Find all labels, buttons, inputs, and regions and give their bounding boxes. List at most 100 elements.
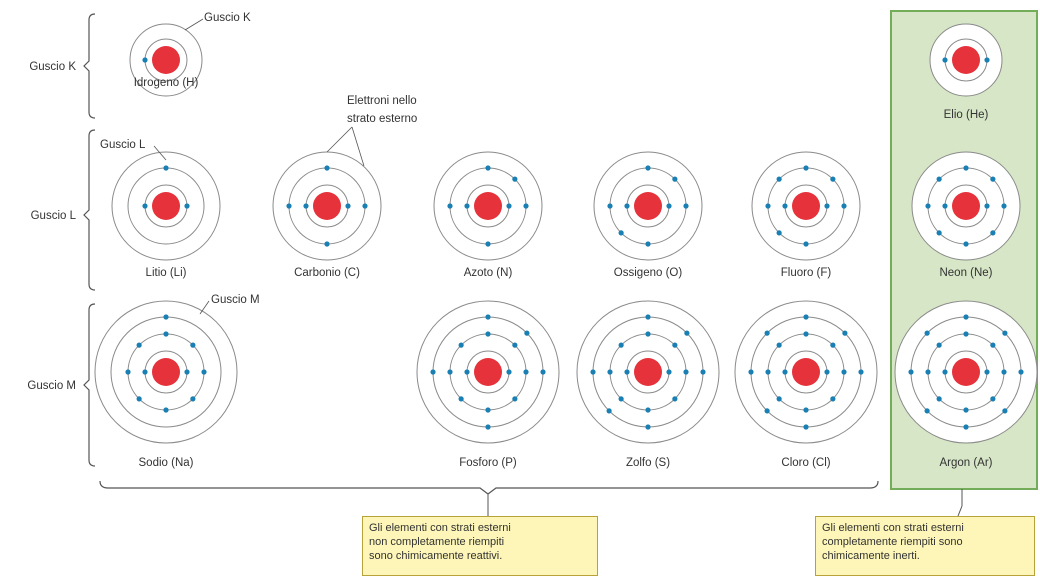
atom-label-fosforo: Fosforo (P)	[459, 457, 517, 469]
electron	[184, 369, 190, 375]
electron	[990, 396, 996, 402]
atom-label-zolfo: Zolfo (S)	[626, 457, 670, 469]
electron	[606, 408, 612, 414]
electron	[645, 314, 651, 320]
electron	[776, 396, 782, 402]
electron	[485, 241, 491, 247]
nucleus	[952, 192, 980, 220]
electron	[1002, 408, 1008, 414]
nucleus	[474, 358, 502, 386]
electron	[324, 165, 330, 171]
electron	[963, 331, 969, 337]
electron	[540, 369, 546, 375]
electron	[645, 165, 651, 171]
electron	[984, 369, 990, 375]
nucleus	[792, 192, 820, 220]
electron	[764, 330, 770, 336]
electron	[925, 369, 931, 375]
electron	[803, 331, 809, 337]
nucleus	[152, 46, 180, 74]
electron	[942, 203, 948, 209]
electron	[645, 424, 651, 430]
electron	[485, 165, 491, 171]
electron	[142, 203, 148, 209]
electron	[830, 396, 836, 402]
electron	[485, 424, 491, 430]
electron	[963, 314, 969, 320]
electron	[841, 203, 847, 209]
atom-fosforo	[416, 300, 560, 444]
electron	[163, 165, 169, 171]
electron	[666, 203, 672, 209]
electron	[485, 407, 491, 413]
atom-label-litio: Litio (Li)	[146, 267, 187, 279]
electron	[447, 203, 453, 209]
electron	[672, 342, 678, 348]
electron	[607, 369, 613, 375]
electron	[163, 407, 169, 413]
electron	[824, 203, 830, 209]
atom-label-sodio: Sodio (Na)	[139, 457, 194, 469]
electron	[963, 407, 969, 413]
electron	[624, 369, 630, 375]
shell-brace-m	[83, 303, 96, 467]
atom-cloro	[734, 300, 878, 444]
electron	[803, 424, 809, 430]
electron	[672, 176, 678, 182]
electron	[190, 396, 196, 402]
electron	[136, 342, 142, 348]
electron	[324, 241, 330, 247]
atom-label-azoto: Azoto (N)	[464, 267, 513, 279]
electron	[683, 203, 689, 209]
electron	[765, 369, 771, 375]
inert-pointer-tip	[957, 505, 963, 517]
atom-label-cloro: Cloro (Cl)	[781, 457, 830, 469]
electron	[458, 342, 464, 348]
atom-neon	[911, 151, 1021, 261]
nucleus	[634, 192, 662, 220]
electron	[924, 408, 930, 414]
atom-elio	[929, 23, 1003, 97]
electron	[184, 203, 190, 209]
electron	[618, 230, 624, 236]
callout-outer-line1: Elettroni nello	[347, 95, 417, 107]
electron	[512, 176, 518, 182]
atom-azoto	[433, 151, 543, 261]
electron	[430, 369, 436, 375]
electron	[963, 165, 969, 171]
electron	[524, 330, 530, 336]
nucleus	[792, 358, 820, 386]
shell-brace-k	[83, 13, 96, 119]
electron	[447, 369, 453, 375]
callout-line-k	[184, 18, 204, 31]
inert-note: Gli elementi con strati esterni completa…	[815, 516, 1035, 576]
electron	[842, 330, 848, 336]
nucleus	[313, 192, 341, 220]
electron	[858, 369, 864, 375]
electron	[824, 369, 830, 375]
electron	[645, 331, 651, 337]
electron	[776, 230, 782, 236]
reactive-brace	[99, 480, 879, 495]
atom-ossigeno	[593, 151, 703, 261]
electron	[163, 331, 169, 337]
electron	[506, 203, 512, 209]
electron	[942, 369, 948, 375]
nucleus	[634, 358, 662, 386]
shell-row-label-m: Guscio M	[27, 380, 76, 392]
callout-line-outer-b	[351, 126, 365, 167]
electron	[782, 369, 788, 375]
electron	[464, 203, 470, 209]
atom-sodio	[94, 300, 238, 444]
electron	[618, 396, 624, 402]
electron	[764, 408, 770, 414]
electron	[963, 424, 969, 430]
shell-row-label-l: Guscio L	[31, 210, 77, 222]
electron	[936, 342, 942, 348]
electron	[286, 203, 292, 209]
electron	[830, 342, 836, 348]
callout-outer-line2: strato esterno	[347, 113, 417, 125]
atom-label-idrogeno: Idrogeno (H)	[134, 77, 199, 89]
atom-carbonio	[272, 151, 382, 261]
